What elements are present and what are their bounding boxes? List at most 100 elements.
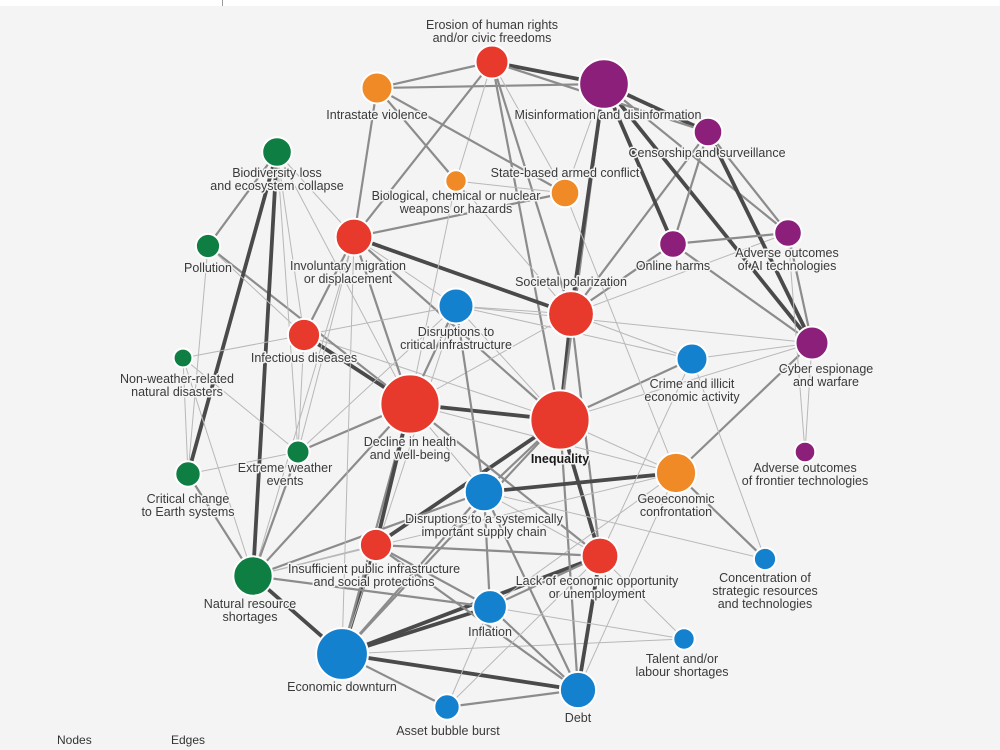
node-infectious[interactable] [286,317,322,353]
label-line: Asset bubble burst [396,724,500,738]
node-erosion[interactable] [474,44,510,80]
label-line: Biological, chemical or nuclear [372,189,541,203]
edge-earthsystems-extreme [187,451,299,475]
edge-geoeconomic-naturalres [252,472,677,577]
node-biochem[interactable] [444,169,468,193]
node-aiadverse[interactable] [773,218,803,248]
node-naturalres[interactable] [232,555,274,597]
node-inflation[interactable] [472,589,508,625]
edge-censorship-onlineharms [671,130,710,246]
node-inequality[interactable] [529,389,591,451]
node-debt[interactable] [558,670,598,710]
label-polarization: Societal polarization [515,275,627,289]
edge-extreme-infectious [297,334,305,453]
label-line: critical infrastructure [400,338,512,352]
edge-misinfo-cyber [602,82,814,345]
node-opportunity[interactable] [580,536,620,576]
label-line: of AI technologies [738,259,837,273]
label-line: Infectious diseases [251,351,357,365]
node-geoeconomic[interactable] [654,451,698,495]
label-line: Intrastate violence [326,108,427,122]
edge-inequality-migration [352,235,562,422]
edge-biochem-health [409,180,457,405]
label-line: and social protections [314,575,435,589]
label-line: natural disasters [131,385,223,399]
label-line: events [267,474,304,488]
node-critinfra[interactable] [437,287,475,325]
edge-cyber-frontier [804,342,813,453]
node-migration[interactable] [334,217,374,257]
node-health[interactable] [379,373,441,435]
edge-migration-statearmed [352,191,567,239]
edge-aiadverse-cyber [786,231,814,345]
label-line: Inequality [531,452,589,466]
label-statearmed: State-based armed conflict [491,166,640,180]
node-supplychain[interactable] [463,471,505,513]
label-pollution: Pollution [184,261,232,275]
label-line: and ecosystem collapse [210,179,343,193]
label-line: Decline in health [364,435,456,449]
node-statearmed[interactable] [549,177,581,209]
node-biodiversity[interactable] [261,136,293,168]
node-onlineharms[interactable] [658,229,688,259]
edge-misinfo-intrastate [375,82,606,90]
label-line: Natural resource [204,597,296,611]
label-line: Geoeconomic [637,492,714,506]
node-intrastate[interactable] [360,71,394,105]
node-earthsystems[interactable] [174,460,202,488]
edge-health-opportunity [408,402,602,558]
edge-cyber-crime [691,342,813,360]
label-line: labour shortages [635,665,728,679]
edge-onlineharms-cyber [671,242,814,345]
edge-polarization-censorship [569,130,710,316]
node-polarization[interactable] [547,290,595,338]
edge-inequality-infectious [303,334,561,421]
label-line: Concentration of [719,571,811,585]
node-publicinfra[interactable] [358,527,394,563]
edge-extreme-naturalres [251,450,300,578]
node-pollution[interactable] [194,232,222,260]
node-censorship[interactable] [692,116,724,148]
label-misinfo: Misinformation and disinformation [515,108,702,122]
node-cyber[interactable] [794,325,830,361]
edge-supplychain-opportunity [483,491,601,557]
node-concentration[interactable] [752,546,778,572]
label-line: and technologies [718,597,813,611]
label-line: Societal polarization [515,275,627,289]
edge-biodiversity-pollution [206,150,279,248]
edge-onlineharms-aiadverse [671,231,790,246]
node-downturn[interactable] [315,627,369,681]
edge-intrastate-biochem [375,86,458,183]
label-line: Involuntary migration [290,259,406,273]
node-misinfo[interactable] [578,58,630,110]
edge-biodiversity-extreme [276,151,299,453]
edge-pollution-infectious [207,245,305,336]
node-extreme[interactable] [285,439,311,465]
node-crime[interactable] [675,342,709,376]
edge-inflation-bubble [446,606,491,708]
node-nonweather[interactable] [172,347,194,369]
edge-opportunity-bubble [446,555,601,708]
edge-biodiversity-naturalres [251,150,279,578]
edge-migration-intrastate [352,86,379,239]
edge-crime-concentration [691,358,766,560]
node-frontier[interactable] [793,440,817,464]
label-debt: Debt [565,711,592,725]
label-line: State-based armed conflict [491,166,640,180]
edge-opportunity-talent [599,555,685,640]
edge-censorship-cyber [706,130,814,345]
label-line: confrontation [640,505,712,519]
label-line: and warfare [793,375,859,389]
label-line: Cyber espionage [779,362,874,376]
edge-health-polarization [409,313,572,405]
node-talent[interactable] [672,627,696,651]
label-line: Disruptions to [418,325,494,339]
edge-downturn-talent [341,638,685,655]
edge-earthsystems-nonweather [182,357,189,475]
node-bubble[interactable] [433,693,461,721]
